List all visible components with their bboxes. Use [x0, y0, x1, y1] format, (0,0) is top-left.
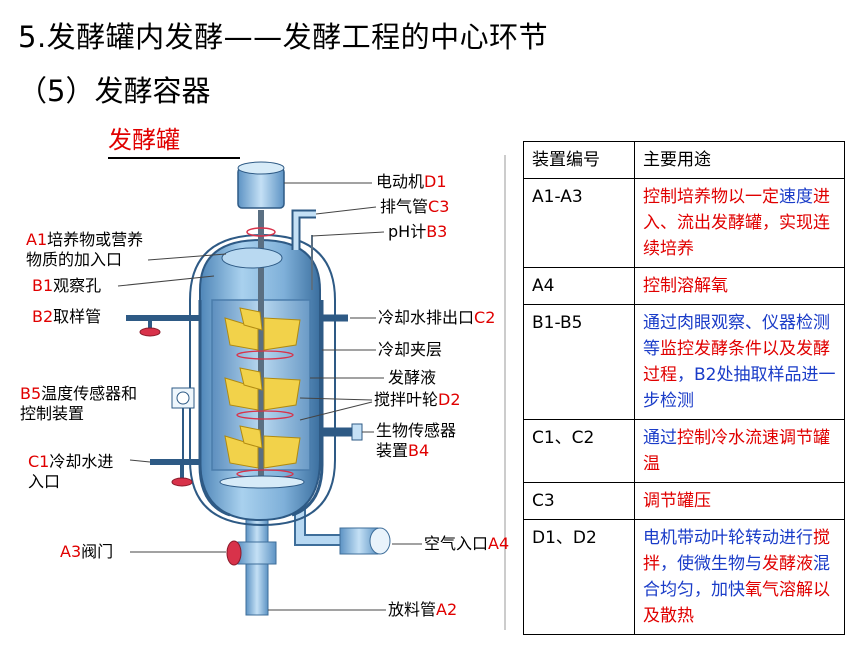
- label-coolant-inlet: C1冷却水进入口: [28, 452, 114, 491]
- purpose-text-segment: 控制溶解氧: [643, 276, 728, 296]
- purpose-text-segment: ，B2处抽取样品进一步检测: [643, 365, 836, 411]
- purpose-text-segment: 速度: [779, 187, 813, 207]
- purpose-text-segment: ，使微生物与: [660, 554, 762, 574]
- purpose-text-segment: 发酵液: [762, 554, 813, 574]
- valve-wheel: [226, 540, 242, 566]
- purpose-text-segment: 搅拌: [643, 528, 830, 574]
- device-id-cell: C1、C2: [523, 419, 635, 483]
- label-air-inlet: 空气入口A4: [424, 534, 510, 553]
- label-coolant-outlet: 冷却水排出口C2: [378, 308, 496, 327]
- purpose-text-segment: 氧气溶解以及散热: [643, 580, 830, 626]
- vessel-title: 发酵罐: [108, 120, 240, 159]
- label-feed-inlet: A1培养物或营养物质的加入口: [26, 230, 144, 269]
- label-discharge: 放料管A2: [388, 600, 458, 619]
- header-device-id: 装置编号: [523, 141, 635, 179]
- label-sampler: B2取样管: [32, 307, 102, 326]
- purpose-text-segment: 控制冷水流速调节罐温: [643, 428, 830, 474]
- header-purpose: 主要用途: [634, 141, 845, 179]
- label-motor: 电动机D1: [376, 172, 447, 191]
- page-title: 5.发酵罐内发酵——发酵工程的中心环节: [18, 20, 549, 54]
- table-row: C3 调节罐压: [523, 482, 845, 520]
- table-header-row: 装置编号 主要用途: [523, 141, 845, 179]
- label-temp-sensor: B5温度传感器和控制装置: [20, 384, 138, 423]
- purpose-cell: 通过控制冷水流速调节罐温: [634, 419, 845, 483]
- impeller-3: [224, 425, 301, 469]
- label-biosensor: 生物传感器装置B4: [376, 421, 457, 460]
- purpose-text-segment: 混合均匀，加快: [643, 554, 830, 600]
- label-sight-glass: B1观察孔: [32, 276, 102, 295]
- table-row: A4 控制溶解氧: [523, 267, 845, 305]
- label-impeller: 搅拌叶轮D2: [374, 390, 461, 409]
- purpose-text-segment: 进入、流出发酵罐，实现连续培养: [643, 187, 830, 259]
- discharge-pipe: [245, 514, 269, 616]
- purpose-text-segment: 通过肉眼观察、仪器检测等: [643, 313, 830, 359]
- purpose-text-segment: 监控发酵条件以及发酵过程: [643, 339, 830, 385]
- label-exhaust: 排气管C3: [380, 197, 450, 216]
- purpose-text-segment: 调节罐压: [643, 491, 711, 511]
- purpose-cell: 调节罐压: [634, 482, 845, 520]
- section-subtitle: （5）发酵容器: [18, 74, 211, 108]
- purpose-text-segment: 通过: [643, 428, 677, 448]
- impeller-2: [224, 367, 301, 411]
- shaft: [258, 210, 264, 480]
- label-jacket: 冷却夹层: [378, 340, 443, 359]
- label-valve: A3阀门: [60, 542, 114, 561]
- purpose-cell: 控制溶解氧: [634, 267, 845, 305]
- device-id-cell: B1-B5: [523, 304, 635, 420]
- label-ph-meter: pH计B3: [388, 222, 448, 241]
- fermenter-diagram: [117, 155, 506, 630]
- device-id-cell: C3: [523, 482, 635, 520]
- purpose-cell: 控制培养物以一定速度进入、流出发酵罐，实现连续培养: [634, 178, 845, 268]
- device-id-cell: D1、D2: [523, 519, 635, 635]
- purpose-text-segment: 控制培养物以一定: [643, 187, 779, 207]
- label-broth: 发酵液: [388, 368, 437, 387]
- device-id-cell: A1-A3: [523, 178, 635, 268]
- purpose-cell: 通过肉眼观察、仪器检测等监控发酵条件以及发酵过程，B2处抽取样品进一步检测: [634, 304, 845, 420]
- purpose-text-segment: 电机带动叶轮转动进行: [643, 528, 813, 548]
- purpose-cell: 电机带动叶轮转动进行搅拌，使微生物与发酵液混合均匀，加快氧气溶解以及散热: [634, 519, 845, 635]
- device-id-cell: A4: [523, 267, 635, 305]
- impeller-1: [224, 307, 301, 351]
